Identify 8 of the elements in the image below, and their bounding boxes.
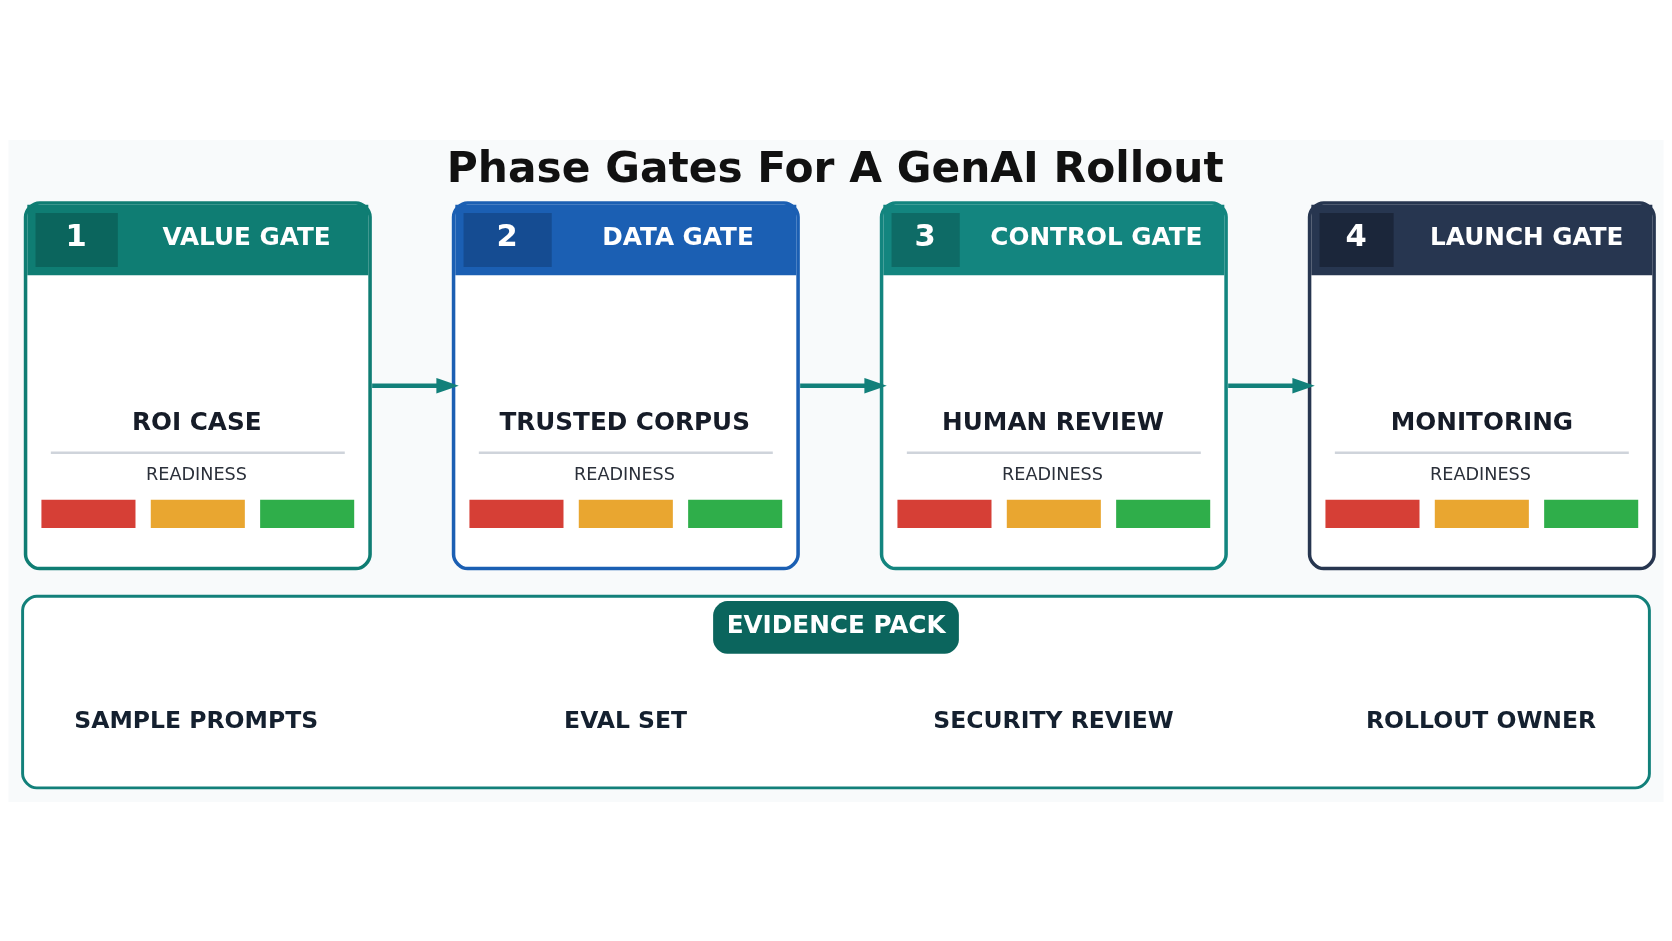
node-text: ROLLOUT OWNER: [1366, 705, 1597, 734]
arrow: [372, 377, 459, 394]
arrow: [1228, 377, 1315, 394]
node-text: SAMPLE PROMPTS: [74, 705, 319, 734]
diagram-title: Phase Gates For A GenAI Rollout: [446, 142, 1224, 192]
node-text: EVAL SET: [564, 705, 688, 734]
arrow: [800, 377, 887, 394]
node-text: SECURITY REVIEW: [933, 705, 1174, 734]
